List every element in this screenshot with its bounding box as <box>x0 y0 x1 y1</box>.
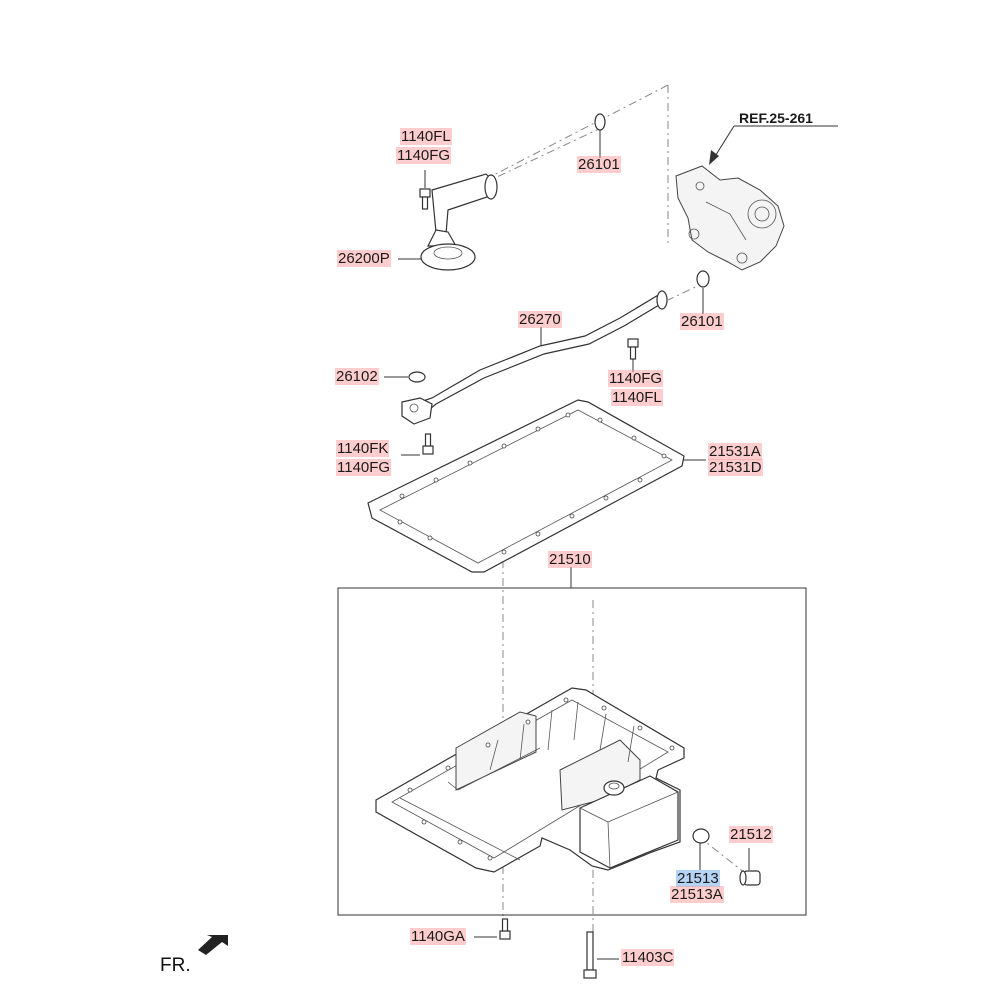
part-label-11403C[interactable]: 11403C <box>621 949 675 966</box>
oil-pan <box>375 687 685 873</box>
part-label-1140FG-lower[interactable]: 1140FG <box>336 459 392 476</box>
front-direction-label: FR. <box>160 955 191 976</box>
part-label-1140FG-top[interactable]: 1140FG <box>396 147 452 164</box>
part-label-21513[interactable]: 21513 <box>676 870 720 887</box>
reference-label[interactable]: REF.25-261 <box>739 110 813 126</box>
part-label-26200P[interactable]: 26200P <box>337 250 391 267</box>
part-label-1140FL-top[interactable]: 1140FL <box>400 128 452 145</box>
part-label-26270[interactable]: 26270 <box>518 311 562 328</box>
oil-pan-gasket <box>367 399 685 573</box>
part-label-21512[interactable]: 21512 <box>729 826 773 843</box>
part-label-21513A[interactable]: 21513A <box>670 886 724 903</box>
part-label-26102[interactable]: 26102 <box>335 368 379 385</box>
part-label-1140GA[interactable]: 1140GA <box>410 928 466 945</box>
part-label-21531A[interactable]: 21531A <box>708 443 762 460</box>
front-arrow-icon <box>198 935 228 955</box>
part-label-1140FK[interactable]: 1140FK <box>336 440 390 457</box>
part-label-26101-top[interactable]: 26101 <box>577 156 621 173</box>
oil-pipe <box>401 290 668 425</box>
oil-strainer <box>420 173 498 271</box>
part-label-1140FG-middle[interactable]: 1140FG <box>608 370 664 387</box>
part-label-26101-right[interactable]: 26101 <box>680 313 724 330</box>
part-label-1140FL-middle[interactable]: 1140FL <box>611 389 663 406</box>
oil-pump-housing <box>675 165 785 271</box>
leader-lines <box>337 125 838 960</box>
part-label-21510[interactable]: 21510 <box>548 551 592 568</box>
o-rings <box>408 113 710 844</box>
part-label-21531D[interactable]: 21531D <box>708 459 763 476</box>
bolts <box>419 188 761 979</box>
